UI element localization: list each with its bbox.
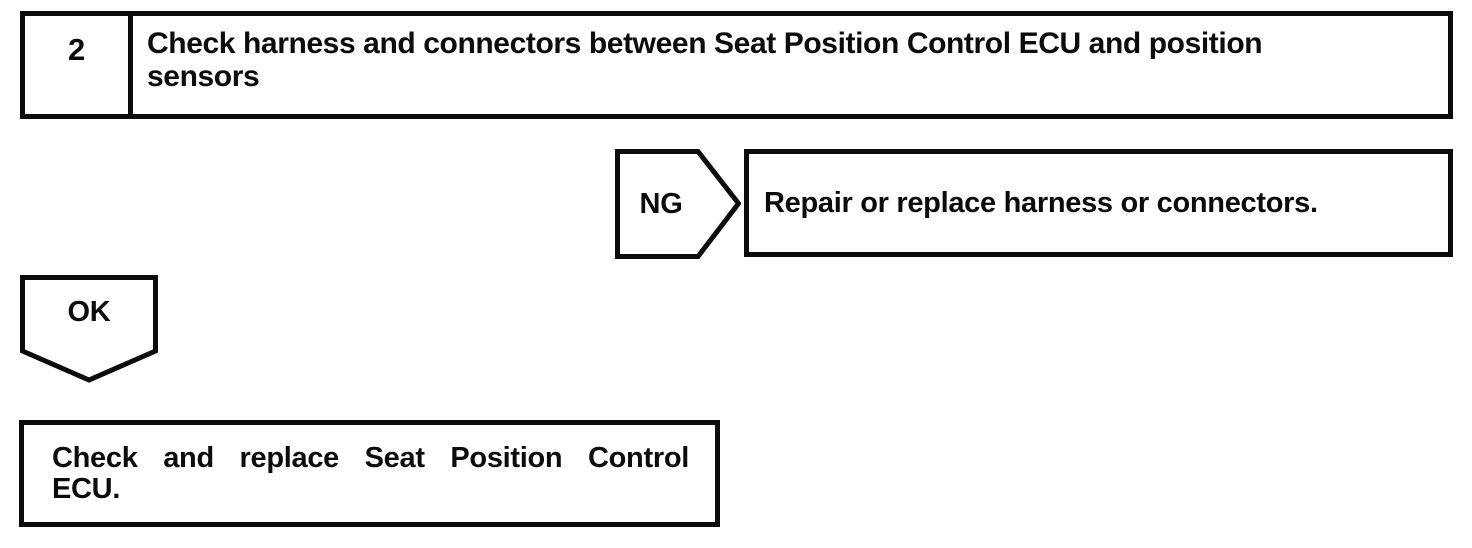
step-instruction: Check harness and connectors between Sea… (133, 16, 1263, 114)
ng-label: NG (639, 187, 683, 220)
ng-result-text: Repair or replace harness or connectors. (764, 186, 1318, 219)
ng-arrow-icon (615, 149, 741, 259)
step-number: 2 (25, 16, 133, 114)
step-box: 2 Check harness and connectors between S… (20, 11, 1453, 119)
ng-connector: NG (615, 149, 741, 259)
step-instruction-line-2: sensors (147, 60, 260, 93)
ok-result-box: Check and replace Seat Position Control … (19, 420, 720, 527)
ok-result-line-1: Check and replace Seat Position Control (52, 442, 689, 474)
ok-result-line-2: ECU. (52, 473, 121, 505)
ok-arrow-icon (20, 275, 158, 383)
ng-result-box: Repair or replace harness or connectors. (744, 149, 1453, 257)
ok-label: OK (67, 295, 111, 328)
ok-connector: OK (20, 275, 158, 383)
step-instruction-line-1: Check harness and connectors between Sea… (147, 27, 1263, 60)
